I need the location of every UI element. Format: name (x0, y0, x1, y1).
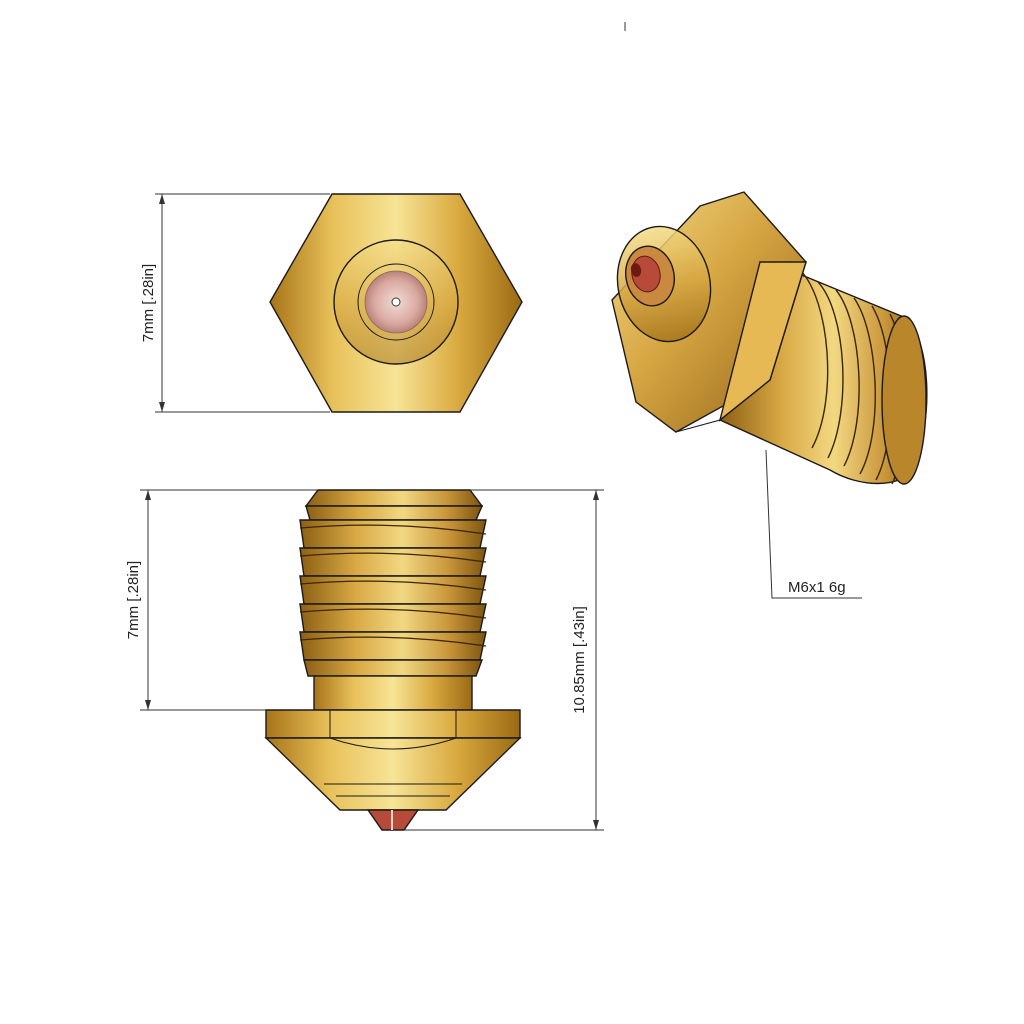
top-view-dim-arrow-top (159, 194, 165, 204)
top-view-orifice (391, 297, 401, 307)
side-view-top-chamfer (304, 489, 484, 507)
thread-callout-leader (765, 449, 862, 599)
side-view-left-arrow-top (145, 490, 151, 500)
side-view-hex-flange (265, 709, 521, 739)
side-view-thread-crests (299, 524, 487, 647)
side-view-threads (299, 505, 487, 677)
iso-tip-orifice (630, 263, 642, 277)
side-view-total-length-label: 10.85mm [.43in] (571, 606, 588, 714)
top-view-dim-arrow-bottom (159, 402, 165, 412)
top-view-inner-ring (357, 263, 435, 341)
top-view: 7mm [.28in] (140, 193, 523, 413)
side-view-left-arrow-bottom (145, 700, 151, 710)
thread-callout-label: M6x1 6g (788, 579, 846, 596)
iso-hex-facet-side (675, 379, 771, 433)
iso-thread-end-face (881, 315, 927, 485)
side-view: 7mm [.28in] 10.85mm [.43in] (125, 489, 604, 831)
side-view-neck (313, 675, 473, 711)
side-view-right-arrow-bottom (593, 820, 599, 830)
side-view-thread-length-label: 7mm [.28in] (125, 561, 142, 639)
isometric-view: M6x1 6g (611, 191, 928, 599)
side-view-cone-curve (329, 737, 457, 750)
top-view-dim-label: 7mm [.28in] (140, 264, 157, 342)
side-view-cone (264, 737, 522, 811)
side-view-right-arrow-top (593, 490, 599, 500)
